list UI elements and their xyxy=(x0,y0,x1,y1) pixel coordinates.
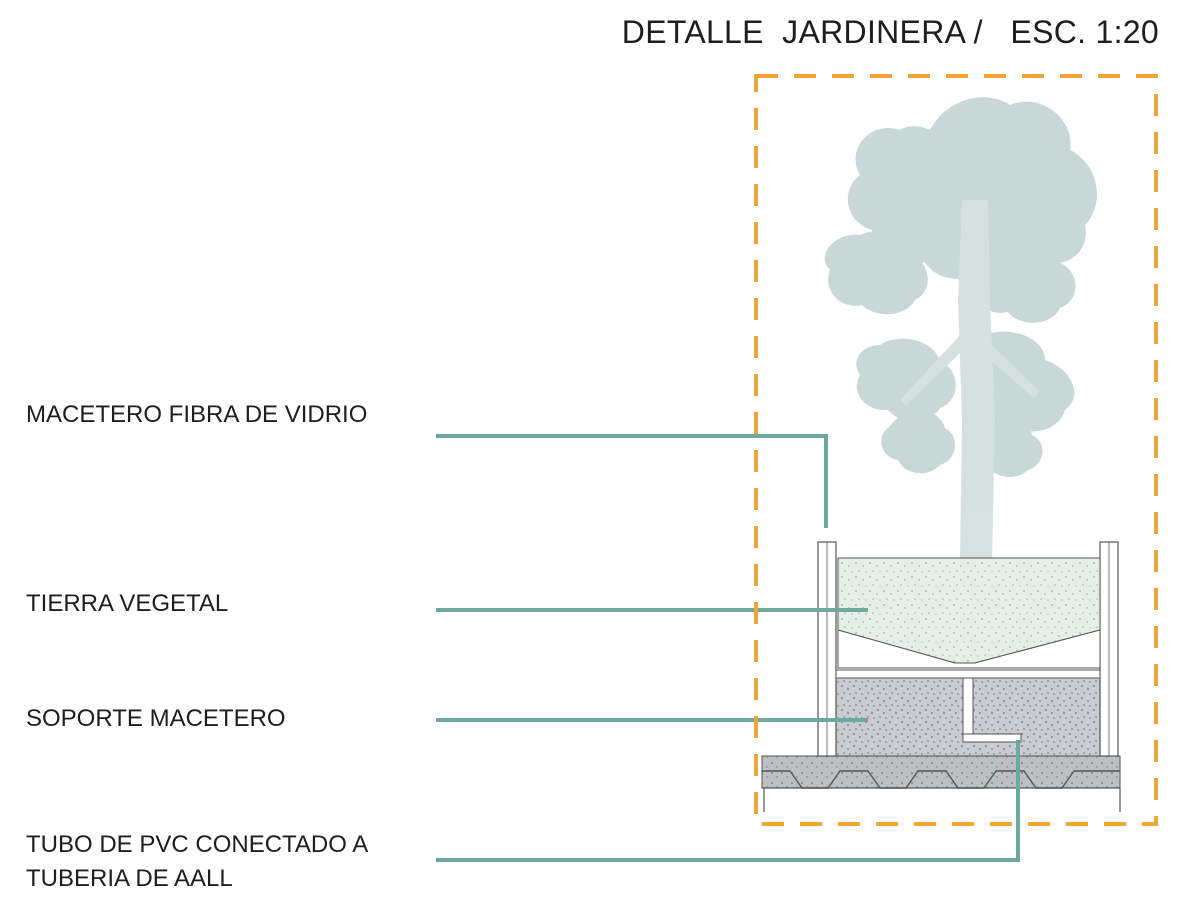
label-line: TIERRA VEGETAL xyxy=(26,590,229,617)
drawing-title: DETALLE JARDINERA / ESC. 1:20 xyxy=(621,14,1159,50)
leader-lines xyxy=(436,434,1020,862)
label-line: TUBERIA DE AALL xyxy=(26,865,233,892)
label-pvc-pipe: TUBO DE PVC CONECTADO A TUBERIA DE AALL xyxy=(26,828,368,896)
fiberglass-planter xyxy=(817,541,1119,757)
tree-illustration xyxy=(824,97,1097,560)
detail-frame xyxy=(754,74,1158,826)
label-topsoil: TIERRA VEGETAL xyxy=(26,587,228,621)
floor-slab xyxy=(761,755,1121,812)
label-line: SOPORTE MACETERO xyxy=(26,705,286,732)
leader-pvc-pipe xyxy=(436,740,1020,862)
label-planter-support: SOPORTE MACETERO xyxy=(26,702,286,736)
label-line: TUBO DE PVC CONECTADO A xyxy=(26,831,369,858)
planter-support xyxy=(831,669,1105,757)
leader-fiberglass-planter xyxy=(436,434,828,528)
label-line: MACETERO FIBRA DE VIDRIO xyxy=(26,401,368,428)
label-fiberglass-planter: MACETERO FIBRA DE VIDRIO xyxy=(26,398,367,432)
topsoil xyxy=(837,557,1101,669)
